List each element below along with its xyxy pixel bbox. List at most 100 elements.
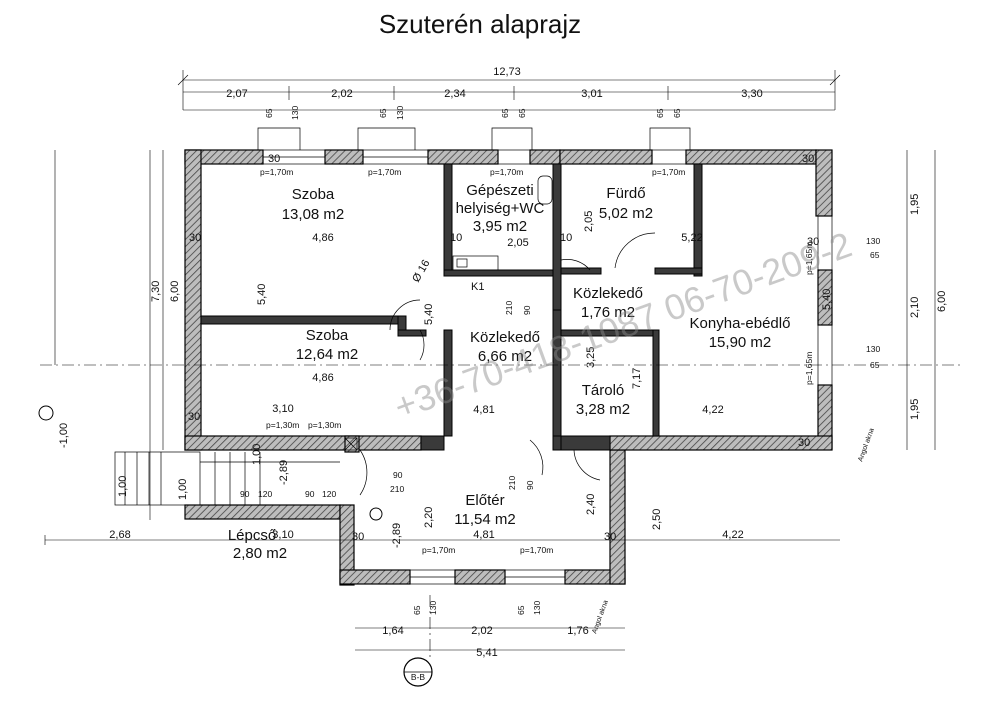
parapet-9: p=1,65m [804,242,814,275]
wall-30-b: 30 [189,232,201,244]
dim-481-b: 4,81 [473,529,494,541]
window-frames [262,149,833,585]
dim-486-b: 4,86 [312,372,333,384]
win-bot-65: 65 [412,605,422,615]
angol-akna-bottom: Angol akna [591,599,610,634]
win-right-65-b: 65 [870,360,880,370]
wall-30-d: 30 [807,236,819,248]
room-2-area: 3,95 m2 [473,218,527,235]
level-marker-left [38,405,54,421]
room-4-area: 1,76 m2 [581,304,635,321]
plan-title: Szuterén alaprajz [379,9,581,39]
dim-100-outside: 1,00 [117,476,129,497]
room-1-area: 13,08 m2 [282,206,345,223]
dim-total-top: 12,73 [493,66,521,78]
room-6-name: Szoba [306,327,349,344]
stair-90: 90 [240,489,250,499]
win-top-4-65: 65 [655,108,665,118]
dim-600-right: 6,00 [936,291,948,312]
room-3-area: 5,02 m2 [599,205,653,222]
dim-540-a: 5,40 [256,284,268,305]
dim-195-b: 1,95 [909,399,921,420]
dim-202: 2,02 [471,625,492,637]
win-top-2-130: 130 [395,106,405,120]
dim-164: 1,64 [382,625,403,637]
room-9-name: Előtér [465,492,504,509]
room-2-name: Gépészeti [466,182,534,199]
dim-top-seg-3: 2,34 [444,88,465,100]
wall-30-g: 30 [352,531,364,543]
parapet-7: p=1,70m [422,545,455,555]
level-minus-100: -1,00 [58,423,70,448]
parapet-1: p=1,70m [260,167,293,177]
dim-250: 2,50 [651,509,663,530]
win-top-1-130: 130 [290,106,300,120]
room-5-area: 15,90 m2 [709,334,772,351]
door-210-b: 210 [507,476,517,490]
win-bot-130: 130 [428,601,438,615]
room-10-area: 2,80 m2 [233,545,287,562]
parapet-8: p=1,70m [520,545,553,555]
parapet-2: p=1,70m [368,167,401,177]
dim-100-stair-b: 1,00 [177,479,189,500]
parapet-10: p=1,65m [804,352,814,385]
level-minus-289-a: -2,89 [278,460,290,485]
win-top-1-65: 65 [264,108,274,118]
win-bot-130b: 130 [532,601,542,615]
window-brackets-top [257,127,691,150]
parapet-3: p=1,70m [490,167,523,177]
top-dimension-lines [177,70,841,111]
room-9-area: 11,54 m2 [454,511,515,528]
dim-730: 7,30 [150,281,162,302]
dim-541: 5,41 [476,647,497,659]
dim-486-a: 4,86 [312,232,333,244]
dim-top-seg-1: 2,07 [226,88,247,100]
dim-422-b: 4,22 [722,529,743,541]
dim-540-c: 5,40 [821,289,833,310]
dim-717: 7,17 [631,368,643,389]
win-top-2-65: 65 [378,108,388,118]
level-marker-entrance [369,507,383,521]
dim-325: 3,25 [585,347,597,368]
door-210-a: 210 [504,301,514,315]
section-lines [40,150,960,660]
chimney-k1: K1 [471,281,484,293]
win-bot-65b: 65 [516,605,526,615]
dim-176: 1,76 [567,625,588,637]
dim-268: 2,68 [109,529,130,541]
section-label: B-B [411,672,426,682]
level-minus-289-b: -2,89 [391,523,403,548]
dim-210: 2,10 [909,297,921,318]
wall-30-h: 30 [604,531,616,543]
win-right-65-a: 65 [870,250,880,260]
angol-akna-right: Angol akna [857,427,876,462]
room-8-area: 3,28 m2 [576,401,630,418]
win-top-4-65b: 65 [672,108,682,118]
wall-30-c: 30 [802,153,814,165]
door-swings [359,232,656,496]
room-7-name: Közlekedő [470,329,540,346]
win-right-130-b: 130 [866,344,880,354]
dim-481-a: 4,81 [473,404,494,416]
stairs [114,451,340,506]
parapet-6: p=1,30m [308,420,341,430]
dim-top-seg-4: 3,01 [581,88,602,100]
dim-205-a: 2,05 [507,237,528,249]
dim-310-b: 3,10 [272,529,293,541]
dim-195-a: 1,95 [909,194,921,215]
dim-220: 2,20 [423,507,435,528]
room-6-area: 12,64 m2 [296,346,359,363]
wall-30-a: 30 [268,153,280,165]
room-1-name: Szoba [292,186,335,203]
stair-90b: 90 [305,489,315,499]
dim-205-b: 2,05 [583,211,595,232]
parapet-4: p=1,70m [652,167,685,177]
fixtures [344,175,553,451]
room-7-area: 6,66 m2 [478,348,532,365]
door-90-b: 90 [525,480,535,490]
dim-600-left: 6,00 [169,281,181,302]
door-90-a: 90 [522,305,532,315]
dim-top-seg-2: 2,02 [331,88,352,100]
wall-10-b: 10 [560,232,572,244]
